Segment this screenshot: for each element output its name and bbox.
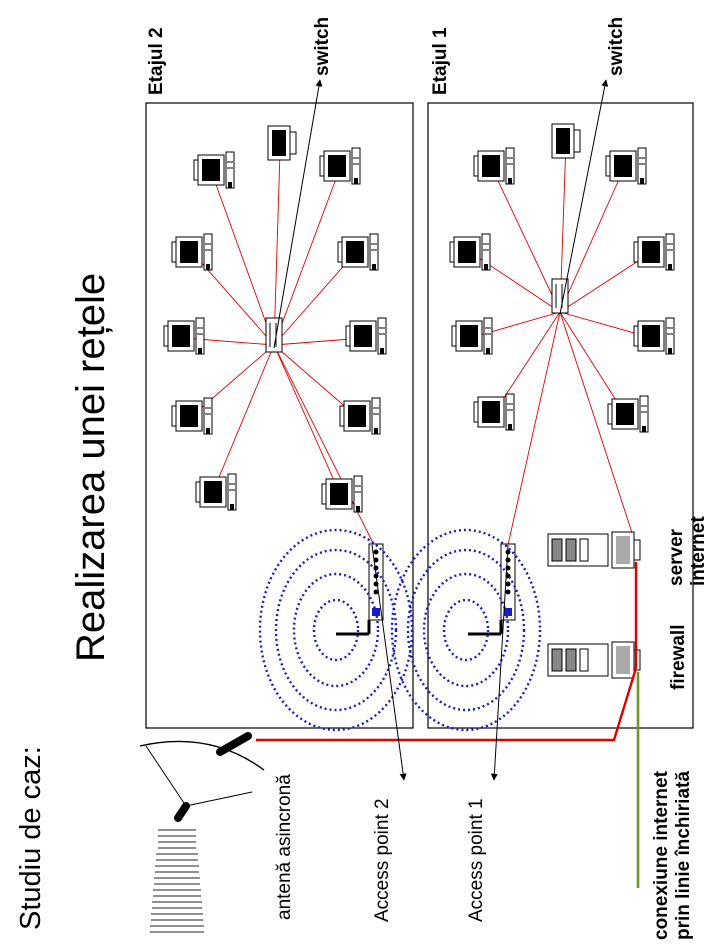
floor-2-label: Etajul 2 <box>146 27 167 95</box>
floor-1-links <box>469 141 653 546</box>
computer-icon <box>451 317 493 355</box>
floor-2-box <box>145 102 414 729</box>
computer-icon <box>339 397 381 435</box>
wireless-coverage-2 <box>258 528 414 732</box>
computer-icon <box>163 317 205 355</box>
server-internet-icon <box>547 531 641 569</box>
connection-label-line-2: prin linie închiriată <box>673 771 694 940</box>
switch-label-floor-2: switch <box>312 17 333 76</box>
computer-icon <box>195 473 237 511</box>
access-point-2-label: Access point 2 <box>372 798 393 922</box>
computer-icon <box>345 317 387 355</box>
connection-label-line-1: conexiune internet <box>651 770 672 940</box>
computer-icon <box>193 151 235 189</box>
firewall-icon <box>547 641 641 679</box>
page-title: Realizarea unei rețele <box>69 273 113 662</box>
computer-icon <box>337 233 379 271</box>
server-label-line-1: server <box>666 528 687 586</box>
floor-1-label: Etajul 1 <box>430 27 451 95</box>
wan-links <box>256 562 638 742</box>
access-point-1-icon <box>466 542 517 636</box>
floor-1-box <box>427 102 694 729</box>
computer-icon <box>171 233 213 271</box>
server-label-line-2: internet <box>688 516 709 586</box>
access-point-1-label: Access point 1 <box>466 798 487 922</box>
switch-arrows <box>273 79 609 781</box>
antenna-label: antenă asincronă <box>274 774 295 920</box>
computer-icon <box>473 147 515 185</box>
floor-2-devices <box>163 125 387 636</box>
computer-icon <box>633 317 675 355</box>
computer-icon <box>633 233 675 271</box>
antenna-icon <box>139 732 265 933</box>
printer-icon <box>551 123 581 159</box>
computer-icon <box>171 397 213 435</box>
wireless-coverage-1 <box>390 528 542 732</box>
computer-icon <box>607 395 649 433</box>
computer-icon <box>319 147 361 185</box>
computer-icon <box>605 147 647 185</box>
computer-icon <box>321 475 363 513</box>
computer-icon <box>473 393 515 431</box>
subtitle: Studiu de caz: <box>15 746 47 930</box>
switch-label-floor-1: switch <box>606 17 627 76</box>
floor-1-devices <box>449 123 675 679</box>
firewall-label: firewall <box>668 625 689 690</box>
computer-icon <box>449 233 491 271</box>
printer-icon <box>267 125 297 161</box>
